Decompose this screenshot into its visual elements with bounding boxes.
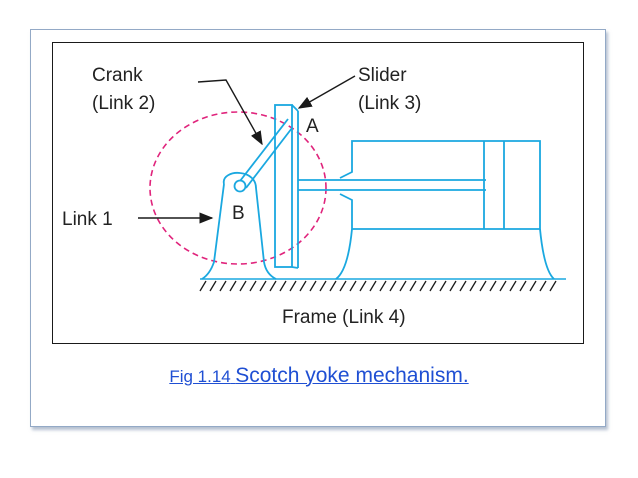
slider-yoke [274, 104, 299, 269]
ground-hatch-mark [299, 280, 307, 292]
ground-hatch-mark [409, 280, 417, 292]
frame-label: Frame (Link 4) [282, 307, 406, 328]
ground-hatch-mark [319, 280, 327, 292]
ground-hatch-mark [219, 280, 227, 292]
ground-hatch-mark [209, 280, 217, 292]
ground-hatch-mark [449, 280, 457, 292]
crank-label-line2: (Link 2) [92, 93, 155, 114]
ground-hatch-mark [329, 280, 337, 292]
slider-arrow [297, 75, 356, 109]
ground-hatch-mark [489, 280, 497, 292]
ground-hatch-mark [479, 280, 487, 292]
ground-hatch-mark [469, 280, 477, 292]
ground-hatch-mark [459, 280, 467, 292]
crank-label-line1: Crank [92, 65, 143, 86]
slider-label-line2: (Link 3) [358, 93, 421, 114]
ground-hatch-mark [419, 280, 427, 292]
ground-hatch-mark [229, 280, 237, 292]
ground-hatch-mark [289, 280, 297, 292]
point-a-label: A [306, 116, 319, 137]
link1-label: Link 1 [62, 209, 113, 230]
ground-hatch-mark [379, 280, 387, 292]
link1-support [201, 171, 277, 280]
leader-arrows [138, 75, 356, 224]
ground-hatch-mark [509, 280, 517, 292]
ground-hatch-mark [369, 280, 377, 292]
point-b-label: B [232, 203, 245, 224]
ground-hatch-mark [389, 280, 397, 292]
crank-circle [149, 111, 327, 265]
ground-hatch-mark [309, 280, 317, 292]
ground-hatch-mark [529, 280, 537, 292]
ground-hatch-mark [549, 280, 557, 292]
ground-hatch-mark [429, 280, 437, 292]
ground-hatch-mark [279, 280, 287, 292]
piston-rod [298, 179, 486, 191]
ground [199, 278, 566, 292]
crank-arrow [197, 79, 263, 146]
ground-hatch-mark [199, 280, 207, 292]
ground-hatch-mark [259, 280, 267, 292]
ground-hatch-mark [239, 280, 247, 292]
slider-label-line1: Slider [358, 65, 407, 86]
ground-hatch-mark [519, 280, 527, 292]
ground-hatch-mark [439, 280, 447, 292]
ground-hatch-mark [499, 280, 507, 292]
caption-prefix[interactable]: Fig 1.14 [169, 367, 231, 386]
caption-text[interactable]: Scotch yoke mechanism. [235, 364, 469, 387]
ground-hatch-mark [359, 280, 367, 292]
ground-hatch-mark [339, 280, 347, 292]
crank-link [239, 118, 293, 189]
figure-frame [52, 42, 584, 344]
cylinder [335, 140, 555, 280]
ground-hatch-mark [269, 280, 277, 292]
ground-hatch-mark [399, 280, 407, 292]
ground-hatch-mark [539, 280, 547, 292]
ground-hatch-mark [249, 280, 257, 292]
figure-caption[interactable]: Fig 1.14 Scotch yoke mechanism. [0, 364, 638, 388]
ground-hatch-mark [349, 280, 357, 292]
